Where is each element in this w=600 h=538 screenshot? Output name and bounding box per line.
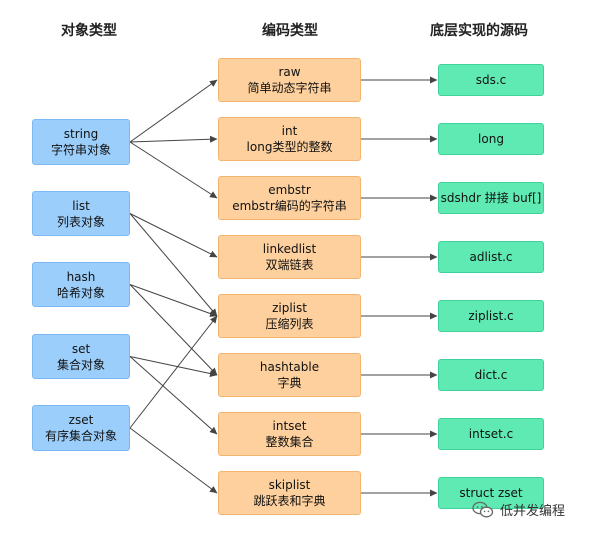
node-object-zset-name: zset [68, 413, 94, 427]
node-source-long-name: long [478, 132, 504, 146]
node-encoding-ziplist-name: ziplist [272, 301, 307, 315]
watermark: 低并发编程 [472, 500, 565, 519]
node-encoding-embstr-name: embstr [268, 183, 311, 197]
node-encoding-hashtable: hashtable 字典 [218, 353, 361, 397]
node-source-intset-c-name: intset.c [468, 427, 514, 441]
node-source-intset-c: intset.c [438, 418, 544, 450]
node-encoding-skiplist-desc: 跳跃表和字典 [253, 494, 326, 508]
node-object-list: list 列表对象 [32, 191, 130, 236]
node-encoding-skiplist: skiplist 跳跃表和字典 [218, 471, 361, 515]
node-source-sds-name: sds.c [475, 73, 507, 87]
node-object-list-name: list [72, 198, 90, 213]
node-encoding-ziplist: ziplist 压缩列表 [218, 294, 361, 338]
node-object-set-name: set [71, 341, 91, 356]
node-object-list-desc: 列表对象 [56, 214, 105, 229]
node-encoding-embstr: embstr embstr编码的字符串 [218, 176, 361, 220]
node-encoding-linkedlist-desc: 双端链表 [265, 258, 314, 272]
node-object-string: string 字符串对象 [32, 119, 130, 165]
edge-zset-to-ziplist [129, 315, 218, 429]
edge-set-to-hashtable [129, 356, 218, 377]
watermark-text: 低并发编程 [500, 504, 566, 519]
node-source-struct-zset-name: struct zset [459, 486, 523, 500]
node-object-string-desc: 字符串对象 [50, 143, 111, 157]
header-object-type: 对象类型 [61, 23, 117, 39]
node-encoding-intset: intset 整数集合 [218, 412, 361, 456]
node-encoding-ziplist-desc: 压缩列表 [265, 317, 314, 331]
node-encoding-raw-name: raw [278, 65, 301, 79]
edge-hash-to-hashtable [129, 284, 218, 376]
node-encoding-int: int long类型的整数 [218, 117, 361, 161]
node-encoding-raw-desc: 简单动态字符串 [247, 81, 332, 95]
node-object-set: set 集合对象 [32, 334, 130, 379]
node-source-long: long [438, 123, 544, 155]
node-source-ziplist-c-name: ziplist.c [468, 309, 514, 323]
node-source-struct-zset: struct zset [438, 477, 544, 509]
wechat-icon [472, 501, 494, 517]
node-encoding-intset-name: intset [272, 419, 307, 433]
node-source-adlist: adlist.c [438, 241, 544, 273]
header-source: 底层实现的源码 [430, 23, 528, 39]
node-object-hash-name: hash [66, 269, 96, 284]
node-source-sdshdr: sdshdr 拼接 buf[] [438, 182, 544, 214]
node-encoding-skiplist-name: skiplist [268, 478, 311, 492]
node-object-zset: zset 有序集合对象 [32, 405, 130, 451]
node-source-sdshdr-name: sdshdr 拼接 buf[] [440, 191, 542, 205]
node-source-adlist-name: adlist.c [469, 250, 513, 264]
node-source-sds: sds.c [438, 64, 544, 96]
node-encoding-int-desc: long类型的整数 [246, 140, 333, 154]
node-encoding-hashtable-name: hashtable [259, 360, 320, 374]
edge-hash-to-ziplist [129, 284, 218, 317]
edge-set-to-intset [129, 356, 218, 435]
edge-zset-to-skiplist [129, 427, 218, 494]
edge-list-to-ziplist [129, 213, 218, 317]
node-encoding-int-name: int [281, 124, 298, 138]
edge-string-to-embstr [129, 141, 218, 199]
node-source-dict: dict.c [438, 359, 544, 391]
node-encoding-hashtable-desc: 字典 [277, 376, 302, 390]
edge-list-to-linkedlist [129, 213, 218, 258]
node-encoding-intset-desc: 整数集合 [265, 435, 314, 449]
node-source-dict-name: dict.c [474, 368, 508, 382]
node-object-hash-desc: 哈希对象 [56, 285, 105, 300]
node-encoding-linkedlist-name: linkedlist [262, 242, 317, 256]
node-encoding-linkedlist: linkedlist 双端链表 [218, 235, 361, 279]
node-object-zset-desc: 有序集合对象 [44, 429, 117, 443]
node-source-ziplist-c: ziplist.c [438, 300, 544, 332]
edge-string-to-int [129, 135, 218, 143]
node-encoding-embstr-desc: embstr编码的字符串 [232, 199, 347, 213]
header-encoding-type: 编码类型 [262, 23, 318, 39]
edge-string-to-raw [129, 79, 218, 143]
node-object-hash: hash 哈希对象 [32, 262, 130, 307]
node-encoding-raw: raw 简单动态字符串 [218, 58, 361, 102]
node-object-string-name: string [63, 127, 99, 141]
node-object-set-desc: 集合对象 [56, 357, 105, 372]
